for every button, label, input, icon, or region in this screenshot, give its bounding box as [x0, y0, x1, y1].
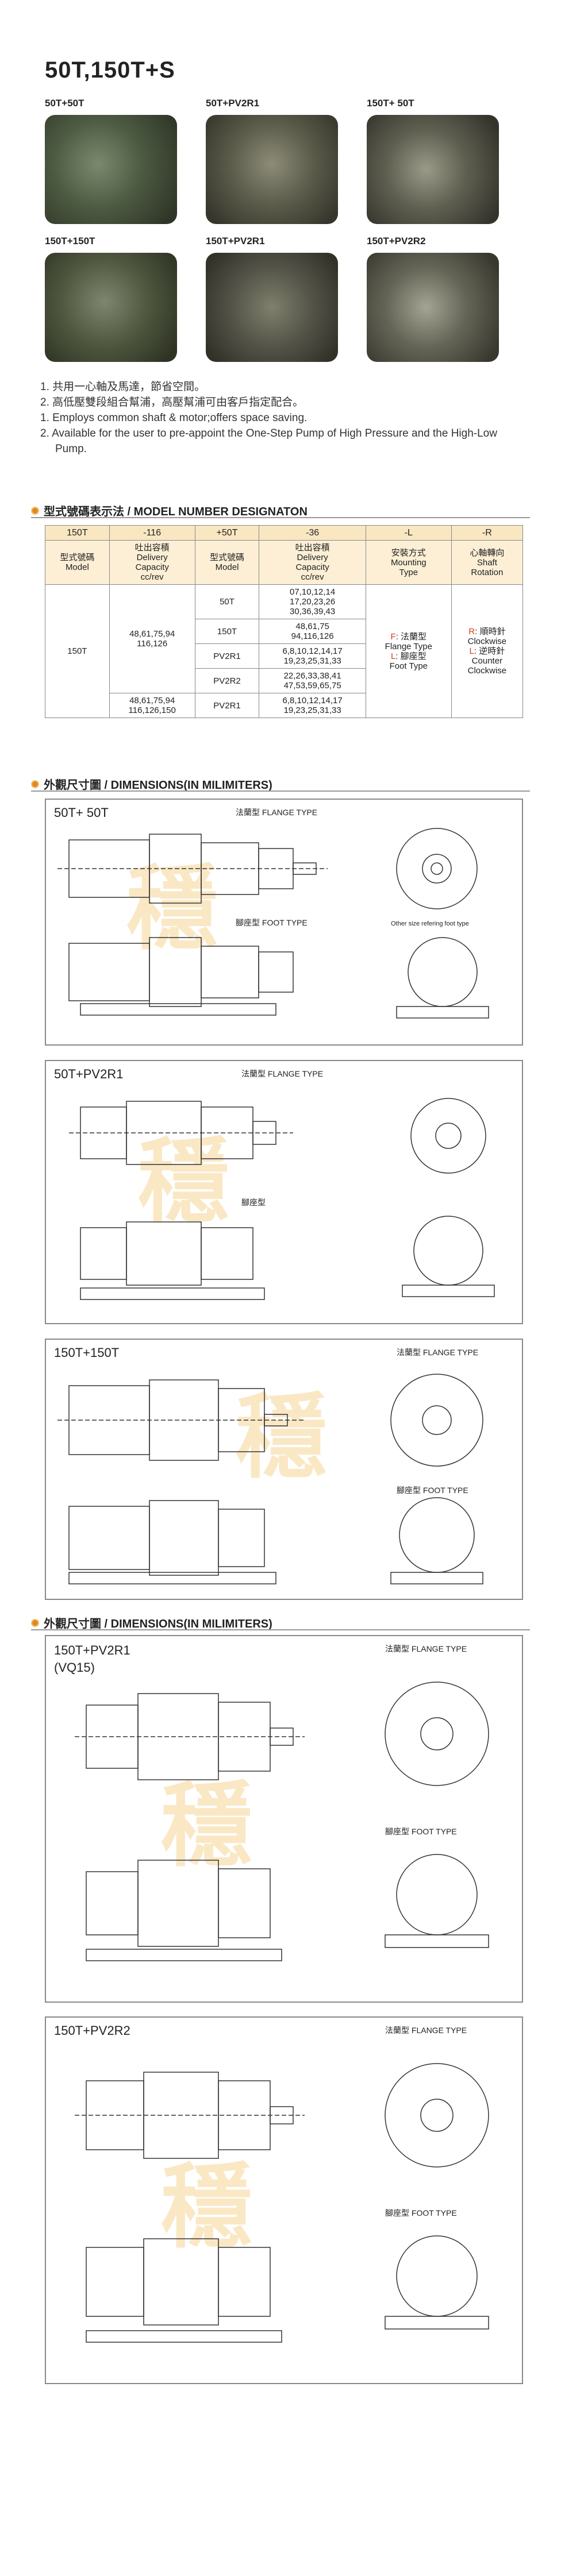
model-cell: PV2R1 [194, 693, 260, 718]
technical-drawing [75, 1682, 489, 1961]
panel-title: 150T+PV2R1 (VQ15) [54, 1643, 130, 1675]
header-cell: 型式號碼 Model [45, 540, 110, 585]
foot-label: 腳座型 FOOT TYPE [385, 1827, 457, 1836]
section-title: 外觀尺寸圖 / DIMENSIONS(IN MILIMITERS) [44, 1618, 272, 1630]
product-label: 150T+PV2R2 [367, 236, 426, 246]
product-150t-50t: 150T+ 50T [367, 98, 522, 230]
capacity-cell: 22,26,33,38,41 47,53,59,65,75 [259, 668, 366, 693]
product-150t-pv2r1: 150T+PV2R1 [206, 236, 361, 368]
product-label: 150T+150T [45, 236, 95, 246]
code-cell: -R [451, 525, 524, 541]
dimensions-heading-2: 外觀尺寸圖 / DIMENSIONS(IN MILIMITERS) [31, 1614, 272, 1631]
pump-image [45, 253, 177, 362]
page-title: 50T,150T+S [45, 57, 175, 83]
product-label: 150T+ 50T [367, 98, 414, 109]
watermark: 穩 [138, 1127, 230, 1235]
capacity-cell: 07,10,12,14 17,20,23,26 30,36,39,43 [259, 584, 366, 619]
code-cell: +50T [194, 525, 260, 541]
mounting-cell: F: 法蘭型 Flange Type L: 腳座型 Foot Type [365, 584, 452, 718]
product-50t-50t: 50T+50T [45, 98, 200, 230]
pump-image [367, 115, 499, 224]
watermark: 穩 [161, 2153, 253, 2261]
pump-image [206, 115, 338, 224]
model-cell: PV2R2 [194, 668, 260, 693]
technical-drawing [57, 1374, 483, 1584]
panel-title: 50T+PV2R1 [54, 1067, 124, 1081]
capacity-cell: 6,8,10,12,14,17 19,23,25,31,33 [259, 643, 366, 669]
model-number-table: 150T -116 +50T -36 -L -R 型式號碼 Model 吐出容積… [45, 525, 524, 718]
model-section-heading: 型式號碼表示法 / MODEL NUMBER DESIGNATON [31, 502, 308, 519]
bullet-icon [31, 1618, 39, 1627]
product-label: 50T+PV2R1 [206, 98, 260, 109]
dimension-panel-50t-50t: 穩 50T+ 50T 法蘭型 FLANGE TYPE 腳座型 FOOT TYPE… [45, 799, 523, 1046]
flange-label: 法蘭型 FLANGE TYPE [385, 1644, 467, 1653]
dimension-panel-150t-150t: 穩 150T+150T 法蘭型 FLANGE TYPE 腳座型 FOOT TYP… [45, 1339, 523, 1600]
dimension-panel-150t-pv2r2: 穩 150T+PV2R2 法蘭型 FLANGE TYPE 腳座型 FOOT TY… [45, 2016, 523, 2384]
section-title: 型式號碼表示法 / MODEL NUMBER DESIGNATON [44, 506, 308, 518]
pump-image [367, 253, 499, 362]
flange-label: 法蘭型 FLANGE TYPE [385, 2026, 467, 2035]
code-cell: -116 [109, 525, 195, 541]
model-cell: 150T [45, 584, 110, 718]
model-cell: 50T [194, 584, 260, 619]
pump-image [45, 115, 177, 224]
foot-label: 腳座型 FOOT TYPE [397, 1486, 468, 1495]
header-cell: 型式號碼 Model [194, 540, 260, 585]
watermark: 穩 [161, 1771, 253, 1879]
dimension-panel-50t-pv2r1: 穩 50T+PV2R1 法蘭型 FLANGE TYPE 腳座型 [45, 1060, 523, 1324]
feature-notes: 1. 共用一心軸及馬達，節省空間。 2. 高低壓雙段組合幫浦，高壓幫浦可由客戶指… [40, 379, 523, 457]
dimensions-heading-1: 外觀尺寸圖 / DIMENSIONS(IN MILIMITERS) [31, 776, 272, 792]
technical-drawing [75, 2063, 489, 2343]
divider [31, 790, 530, 792]
panel-title: 50T+ 50T [54, 805, 109, 820]
product-50t-pv2r1: 50T+PV2R1 [206, 98, 361, 230]
product-150t-pv2r2: 150T+PV2R2 [367, 236, 522, 368]
panel-title: 150T+PV2R2 [54, 2023, 130, 2038]
flange-label: 法蘭型 FLANGE TYPE [397, 1348, 479, 1357]
bullet-icon [31, 780, 39, 788]
watermark: 穩 [236, 1383, 328, 1491]
header-cell: 安裝方式 Mounting Type [365, 540, 452, 585]
product-label: 150T+PV2R1 [206, 236, 265, 246]
capacity-cell: 48,61,75 94,116,126 [259, 619, 366, 644]
header-cell: 吐出容積 Delivery Capacity cc/rev [259, 540, 366, 585]
code-cell: -L [365, 525, 452, 541]
foot-label: 腳座型 [241, 1198, 266, 1207]
foot-label: 腳座型 FOOT TYPE [385, 2208, 457, 2218]
divider [31, 1629, 530, 1630]
rotation-cell: R: 順時針 Clockwise L: 逆時針 Counter Clockwis… [451, 584, 524, 718]
model-cell: PV2R1 [194, 643, 260, 669]
note-item: 2. Available for the user to pre-appoint… [40, 427, 497, 455]
flange-label: 法蘭型 FLANGE TYPE [241, 1069, 324, 1078]
panel-title: 150T+150T [54, 1345, 120, 1360]
model-cell: 150T [194, 619, 260, 644]
product-150t-150t: 150T+150T [45, 236, 200, 368]
technical-drawing [57, 828, 489, 1019]
note-item: 1. 共用一心軸及馬達，節省空間。 [40, 381, 206, 393]
capacity-cell: 6,8,10,12,14,17 19,23,25,31,33 [259, 693, 366, 718]
note-item: 2. 高低壓雙段組合幫浦，高壓幫浦可由客戶指定配合。 [40, 396, 304, 408]
capacity-cell: 48,61,75,94 116,126,150 [109, 693, 195, 718]
note-label: Other size refering foot type [391, 920, 469, 927]
product-label: 50T+50T [45, 98, 84, 109]
note-item: 1. Employs common shaft & motor;offers s… [40, 412, 308, 424]
technical-drawing [69, 1098, 495, 1300]
code-cell: 150T [45, 525, 110, 541]
divider [31, 517, 530, 518]
code-cell: -36 [259, 525, 366, 541]
foot-label: 腳座型 FOOT TYPE [236, 918, 308, 927]
dimension-panel-150t-pv2r1: 穩 150T+PV2R1 (VQ15) 法蘭型 FLANGE TYPE 腳座型 … [45, 1635, 523, 2003]
section-title: 外觀尺寸圖 / DIMENSIONS(IN MILIMITERS) [44, 779, 272, 792]
flange-label: 法蘭型 FLANGE TYPE [236, 808, 318, 817]
pump-image [206, 253, 338, 362]
bullet-icon [31, 506, 39, 515]
capacity-cell: 48,61,75,94 116,126 [109, 584, 195, 693]
header-cell: 心軸轉向 Shaft Rotation [451, 540, 524, 585]
header-cell: 吐出容積 Delivery Capacity cc/rev [109, 540, 195, 585]
watermark: 穩 [126, 854, 219, 962]
